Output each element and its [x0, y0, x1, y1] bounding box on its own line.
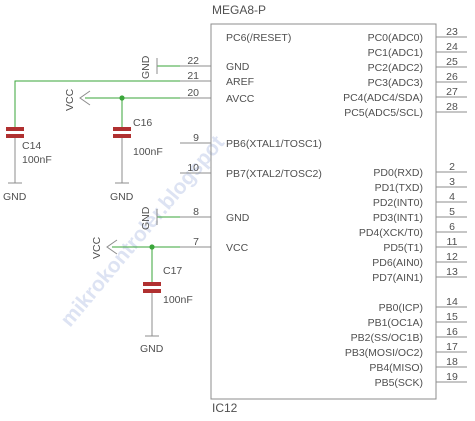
vcc-label-pin7: VCC [91, 236, 103, 259]
right-pin-name: PD4(XCK/T0) [359, 227, 423, 239]
capacitor-c17 [143, 282, 161, 336]
right-pin-number: 13 [446, 266, 458, 278]
c14-ground-label: GND [3, 191, 27, 203]
right-pin-name: PB4(MISO) [369, 362, 423, 374]
right-pin-name: PC3(ADC3) [368, 77, 423, 89]
right-pin-name: PD6(AIN0) [372, 257, 423, 269]
left-pin-number: 20 [187, 87, 199, 99]
right-pin-number: 18 [446, 356, 458, 368]
vcc-arrow-avcc [79, 90, 91, 106]
pin8-ground-label: GND [140, 206, 152, 230]
left-pin-name: PB7(XTAL2/TOSC2) [226, 168, 322, 180]
right-pin-number: 17 [446, 341, 458, 353]
right-pin-name: PD1(TXD) [375, 182, 423, 194]
c17-value: 100nF [163, 294, 193, 306]
right-pin-number: 27 [446, 86, 458, 98]
right-pin-name: PB3(MOSI/OC2) [345, 347, 423, 359]
right-pin-name: PC0(ADC0) [368, 32, 423, 44]
right-pin-number: 16 [446, 326, 458, 338]
right-pin-number: 5 [449, 206, 455, 218]
right-pin-number: 19 [446, 371, 458, 383]
right-pin-name: PD2(INT0) [373, 197, 423, 209]
right-pin-number: 12 [446, 251, 458, 263]
right-pin-number: 26 [446, 71, 458, 83]
right-pin-name: PB2(SS/OC1B) [351, 332, 423, 344]
aref-wire [14, 80, 180, 127]
ic-pin-reset-label: PC6(/RESET) [226, 32, 291, 44]
left-pin-number: 22 [187, 55, 199, 67]
watermark: mikrokontroler.blogspot [56, 131, 229, 331]
right-pin-name: PD0(RXD) [373, 167, 423, 179]
right-pin-number: 15 [446, 311, 458, 323]
right-pin-number: 6 [449, 221, 455, 233]
right-pin-number: 4 [449, 191, 455, 203]
right-pin-name: PD7(AIN1) [372, 272, 423, 284]
right-pin-number: 14 [446, 296, 458, 308]
left-pin-number: 10 [187, 162, 199, 174]
ic-body [210, 23, 437, 400]
vcc-arrow-pin7 [106, 239, 118, 255]
right-pin-name: PC1(ADC1) [368, 47, 423, 59]
left-pin-name: AVCC [226, 93, 255, 105]
right-pin-number: 24 [446, 41, 458, 53]
left-pin-name: AREF [226, 76, 254, 88]
right-pin-name: PB5(SCK) [375, 377, 423, 389]
capacitor-c14 [6, 127, 24, 183]
c14-value: 100nF [22, 154, 52, 166]
right-pin-number: 23 [446, 26, 458, 38]
c17-ground-label: GND [140, 343, 164, 355]
right-pin-name: PB1(OC1A) [368, 317, 423, 329]
right-pin-number: 25 [446, 56, 458, 68]
left-pin-name: VCC [226, 242, 249, 254]
right-pins: 23PC0(ADC0)24PC1(ADC1)25PC2(ADC2)26PC3(A… [343, 26, 467, 389]
net-wires [14, 65, 180, 282]
ic-part-name: MEGA8-P [212, 3, 266, 17]
vcc-label-avcc: VCC [64, 88, 76, 111]
left-pin-name: GND [226, 61, 250, 73]
right-pin-number: 11 [447, 236, 458, 248]
junction-dot-avcc [119, 95, 125, 101]
right-pin-name: PB0(ICP) [379, 302, 423, 314]
left-pin-number: 8 [193, 206, 199, 218]
right-pin-number: 28 [446, 101, 458, 113]
right-pin-number: 3 [449, 176, 455, 188]
left-pin-number: 21 [187, 70, 199, 82]
right-pin-name: PC4(ADC4/SDA) [343, 92, 423, 104]
left-pin-name: PB6(XTAL1/TOSC1) [226, 138, 322, 150]
pin22-ground-label: GND [140, 55, 152, 79]
left-pin-name: GND [226, 212, 250, 224]
c14-name: C14 [22, 140, 41, 152]
right-pin-name: PD5(T1) [383, 242, 423, 254]
right-pin-name: PC2(ADC2) [368, 62, 423, 74]
left-pin-number: 7 [193, 236, 199, 248]
capacitor-c16 [113, 127, 131, 183]
right-pin-name: PD3(INT1) [373, 212, 423, 224]
c16-name: C16 [133, 117, 152, 129]
right-pin-name: PC5(ADC5/SCL) [344, 107, 423, 119]
junction-dot-vcc [149, 244, 155, 250]
c16-value: 100nF [133, 146, 163, 158]
c16-ground-label: GND [110, 191, 134, 203]
c17-name: C17 [163, 265, 182, 277]
left-pin-number: 9 [193, 132, 199, 144]
ic-reference: IC12 [212, 401, 238, 415]
right-pin-number: 2 [449, 161, 455, 173]
